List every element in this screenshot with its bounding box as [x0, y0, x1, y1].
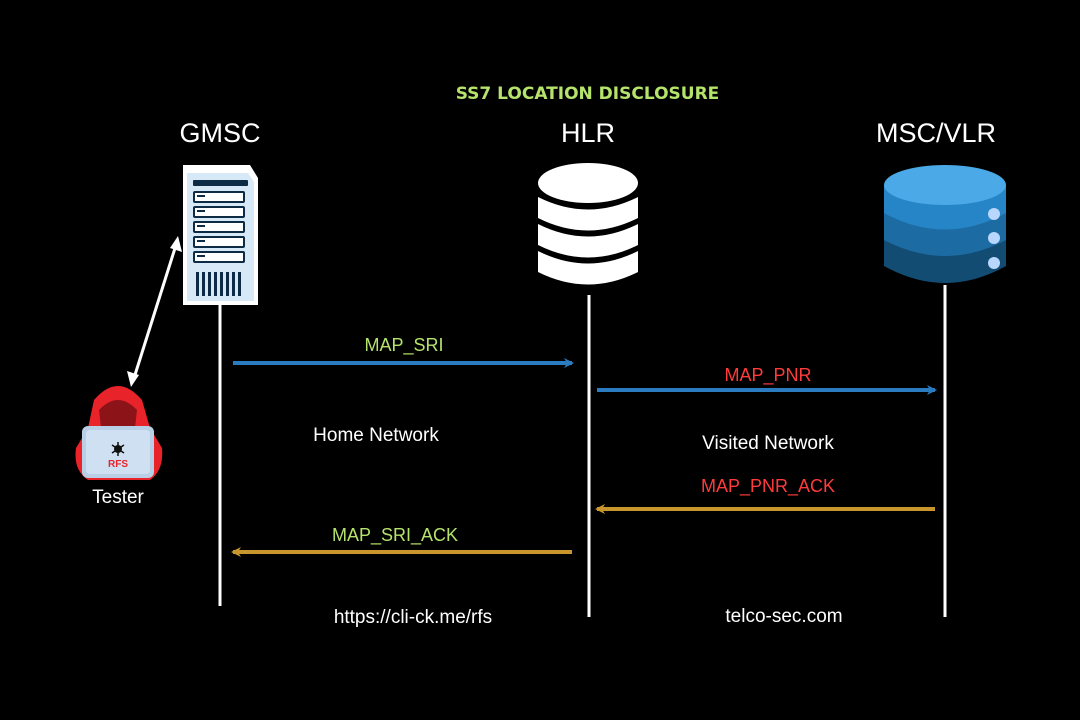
footer-link-right[interactable]: telco-sec.com	[725, 606, 843, 627]
hooded-hacker-laptop-icon	[75, 386, 163, 480]
gmsc-label: GMSC	[179, 118, 261, 148]
tester-badge: RFS	[108, 459, 128, 470]
visited-network-label: Visited Network	[702, 433, 834, 454]
map-sri-label: MAP_SRI	[364, 335, 444, 355]
server-rack-icon	[183, 165, 258, 305]
tester-gmsc-link	[127, 236, 182, 387]
database-server-icon	[884, 165, 1006, 283]
map-pnr-label: MAP_PNR	[724, 365, 812, 385]
diagram-title: SS7 LOCATION DISCLOSURE	[455, 84, 720, 104]
home-network-label: Home Network	[313, 425, 439, 446]
footer-link-left[interactable]: https://cli-ck.me/rfs	[333, 607, 493, 628]
map-sri-ack-label: MAP_SRI_ACK	[331, 525, 459, 545]
map-pnr-ack-label: MAP_PNR_ACK	[700, 476, 836, 496]
hlr-label: HLR	[560, 118, 615, 148]
database-icon	[538, 163, 638, 285]
tester-label: Tester	[92, 487, 144, 508]
msc-vlr-label: MSC/VLR	[875, 118, 997, 148]
